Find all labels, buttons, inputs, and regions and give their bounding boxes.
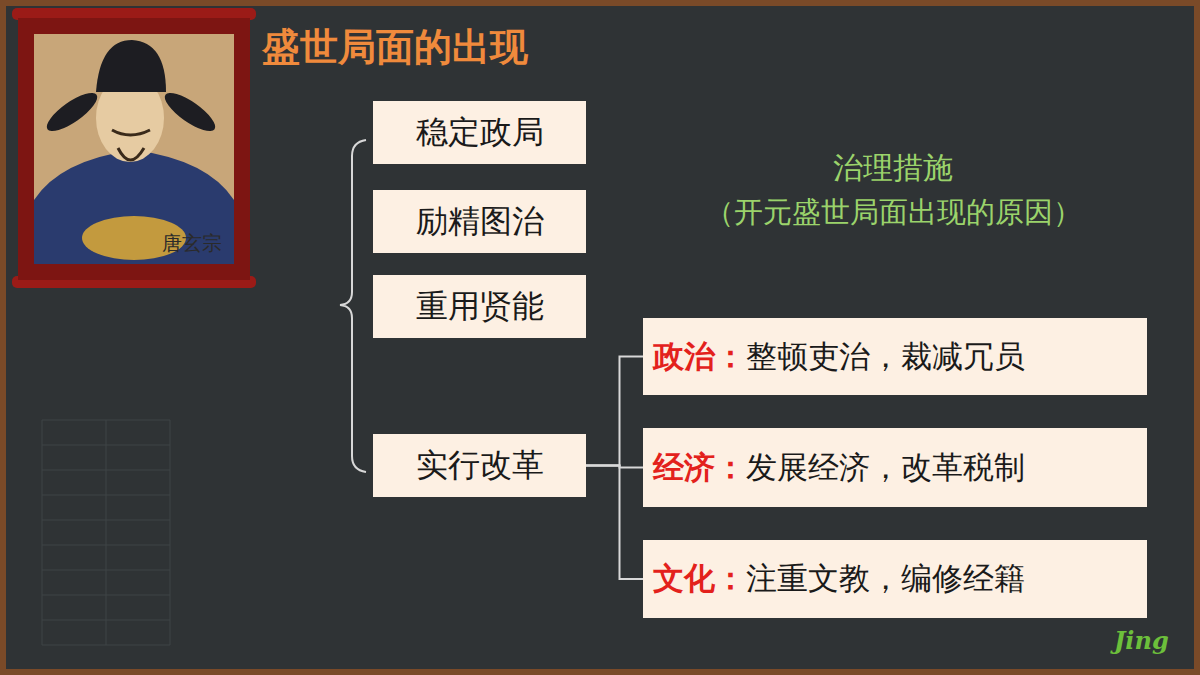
- portrait-caption: 唐玄宗: [162, 230, 222, 257]
- category-label: 经济：: [653, 447, 746, 489]
- box-text: 注重文教，编修经籍: [746, 558, 1025, 600]
- box-text: 实行改革: [416, 444, 544, 488]
- portrait-scroll: [12, 8, 256, 288]
- bracket-connector: [586, 357, 643, 466]
- category-label: 文化：: [653, 558, 746, 600]
- category-label: 政治：: [653, 336, 746, 378]
- box-text: 发展经济，改革税制: [746, 447, 1025, 489]
- wood-frame: [3, 3, 1197, 672]
- box-text: 励精图治: [416, 200, 544, 244]
- reform-box: 政治：整顿吏治，裁减冗员: [643, 318, 1147, 395]
- reform-box: 文化：注重文教，编修经籍: [643, 540, 1147, 618]
- measure-box: 励精图治: [373, 190, 586, 253]
- watermark: Jing: [1114, 626, 1169, 655]
- faint-grid: [42, 420, 170, 645]
- section-heading: 治理措施: [833, 148, 953, 189]
- section-subheading: （开元盛世局面出现的原因）: [705, 193, 1082, 233]
- grouping-brace: [340, 140, 366, 472]
- box-text: 整顿吏治，裁减冗员: [746, 336, 1025, 378]
- bracket-connector: [586, 466, 643, 580]
- box-text: 稳定政局: [416, 111, 544, 155]
- box-text: 重用贤能: [416, 285, 544, 329]
- measure-box: 稳定政局: [373, 101, 586, 164]
- measure-box: 实行改革: [373, 434, 586, 497]
- reform-box: 经济：发展经济，改革税制: [643, 428, 1147, 507]
- measure-box: 重用贤能: [373, 275, 586, 338]
- slide-title: 盛世局面的出现: [262, 22, 528, 73]
